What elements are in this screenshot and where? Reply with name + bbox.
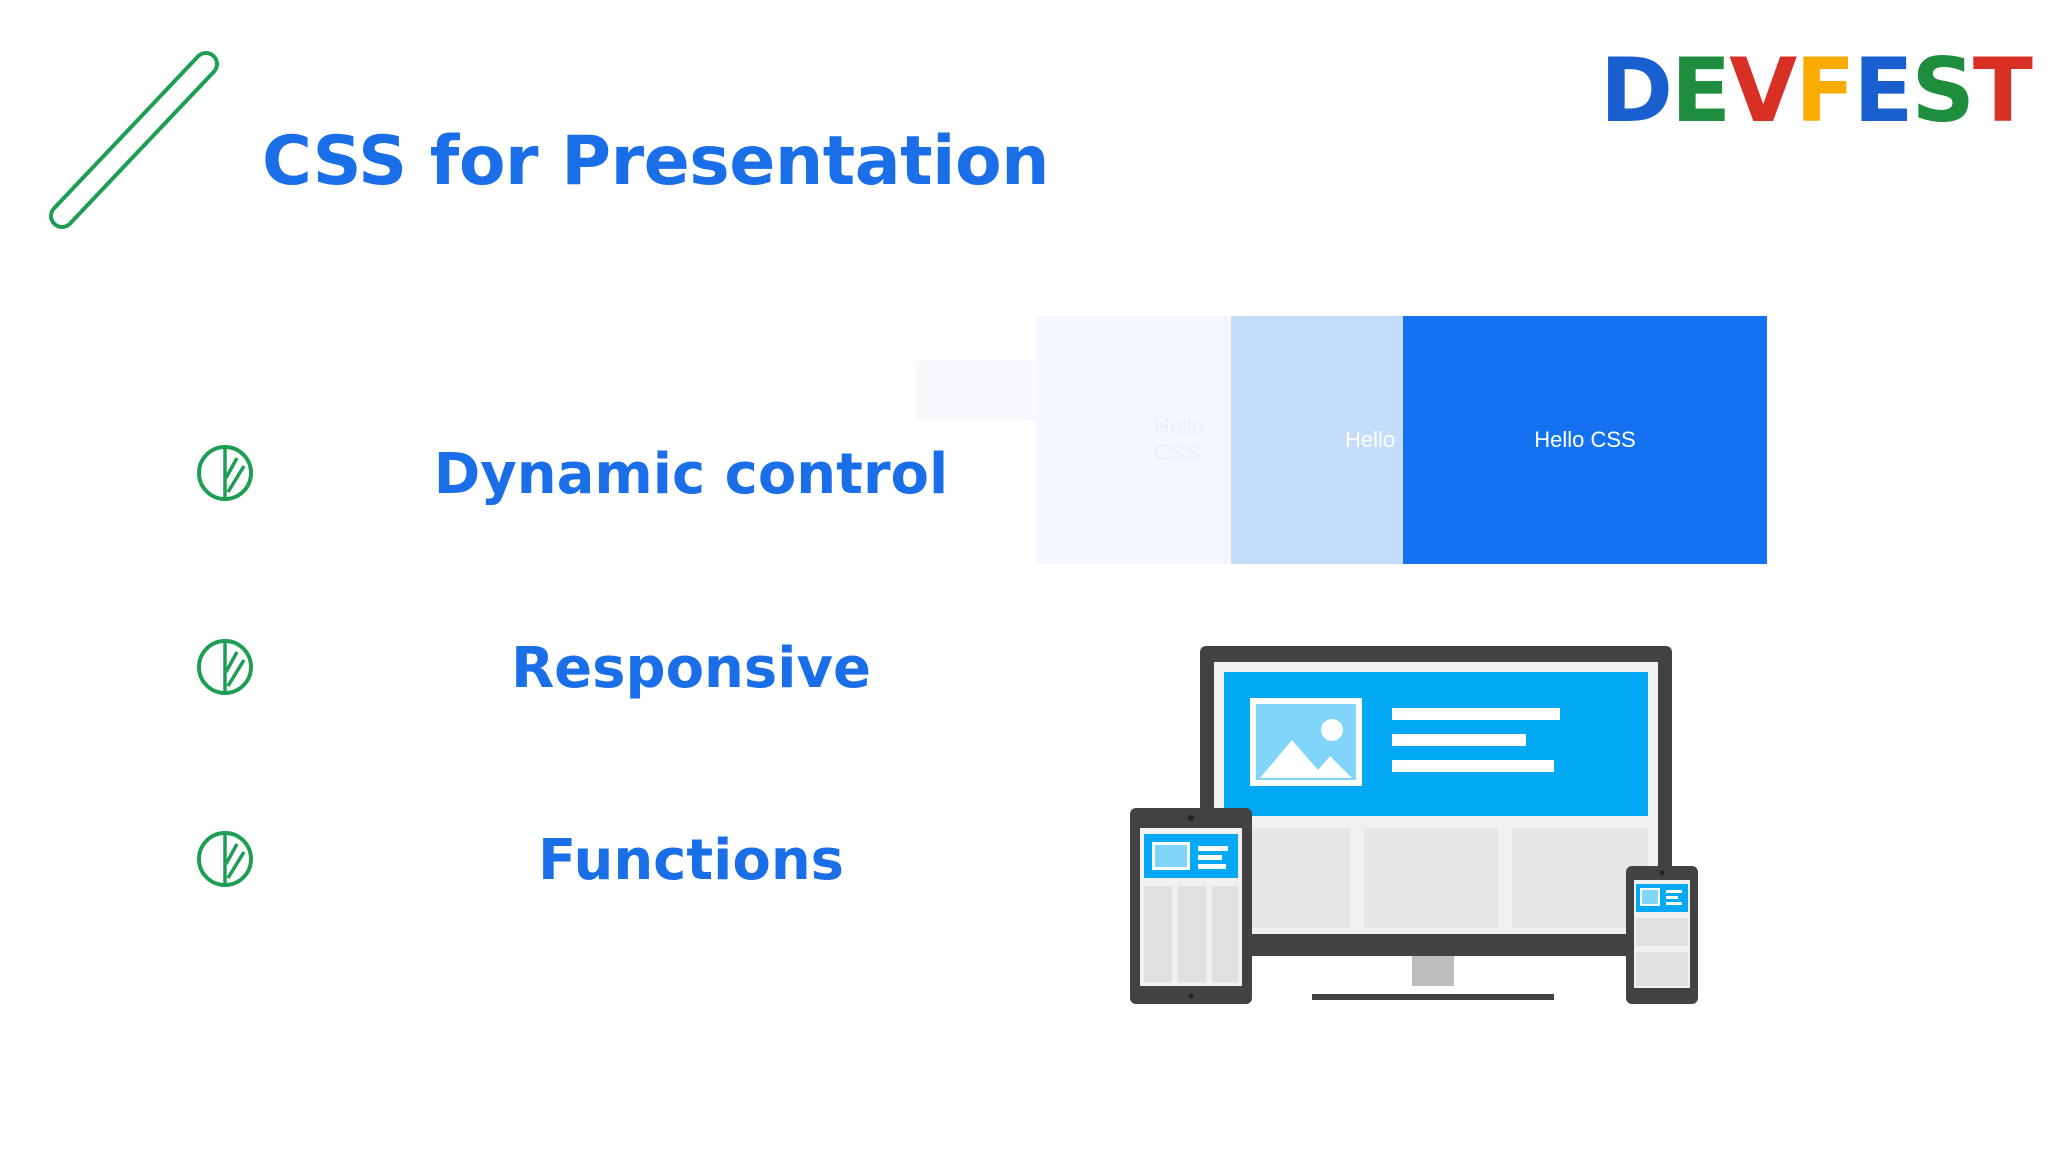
tablet-icon <box>1130 808 1252 1004</box>
hello-css-demo: Hello CSS Hello Hello CSS <box>1036 316 1767 564</box>
demo-panel-text: Hello <box>1345 427 1396 452</box>
bullet-label: Dynamic control <box>433 442 949 507</box>
logo-letter: D <box>1600 39 1673 142</box>
striped-circle-icon <box>197 639 253 695</box>
logo-letter: T <box>1972 39 2033 142</box>
demo-panel-faded: Hello CSS <box>1036 316 1231 564</box>
slide-title: CSS for Presentation <box>262 122 1050 201</box>
bullet-label: Responsive <box>511 636 871 701</box>
devfest-logo: D E V F E S T <box>1600 39 2033 142</box>
logo-letter: E <box>1671 39 1731 142</box>
phone-icon <box>1626 866 1698 1004</box>
striped-circle-icon <box>197 831 253 887</box>
demo-panel-solid: Hello CSS <box>1403 316 1767 564</box>
bullet-responsive: Responsive <box>196 624 1036 714</box>
demo-panel-text: Hello CSS <box>1534 427 1636 452</box>
bullet-label: Functions <box>537 828 845 893</box>
decorative-slash-icon <box>49 51 219 229</box>
demo-panel-text: Hello CSS <box>1154 414 1205 465</box>
bullet-functions: Functions <box>196 816 1036 906</box>
logo-letter: F <box>1795 39 1855 142</box>
logo-letter: E <box>1853 39 1913 142</box>
desktop-monitor-icon <box>1200 646 1672 1000</box>
logo-letter: S <box>1911 39 1975 142</box>
striped-circle-icon <box>197 445 253 501</box>
responsive-devices-illustration <box>1130 646 1698 1004</box>
logo-letter: V <box>1729 39 1797 142</box>
demo-panel-light: Hello <box>1231 316 1403 564</box>
bullet-dynamic-control: Dynamic control <box>196 430 1036 520</box>
